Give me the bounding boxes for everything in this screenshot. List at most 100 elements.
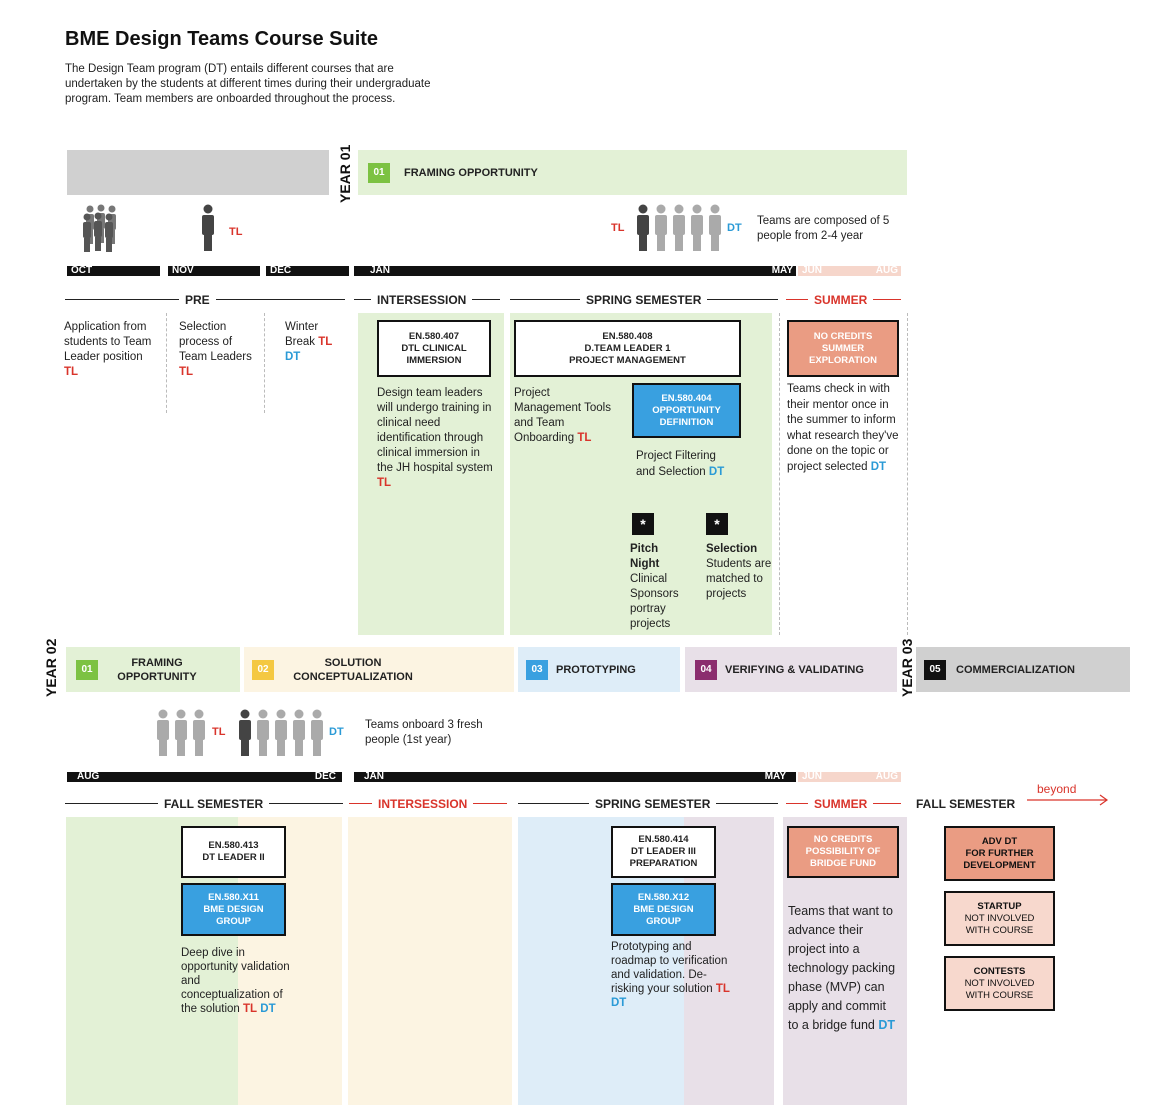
course-card-x12[interactable]: EN.580.X12 BME DESIGN GROUP xyxy=(611,883,716,936)
dt-tag: DT xyxy=(260,1003,276,1015)
phase-name: VERIFYING & VALIDATING xyxy=(725,663,864,676)
pitch-title: Pitch Night xyxy=(630,543,660,570)
month-dec: DEC xyxy=(266,266,349,276)
arrow-right-icon xyxy=(1027,794,1109,806)
box-line1: NO CREDITS xyxy=(813,834,873,845)
month-aug: AUG xyxy=(875,265,898,276)
bridge-fund-card[interactable]: NO CREDITS POSSIBILITY OF BRIDGE FUND xyxy=(787,826,899,878)
page-title: BME Design Teams Course Suite xyxy=(65,28,379,50)
asterisk-icon: * xyxy=(706,513,728,535)
year1-grey-band xyxy=(67,150,329,195)
year2-label: YEAR 02 xyxy=(43,638,59,697)
month-may: MAY xyxy=(764,771,786,782)
column-divider xyxy=(166,313,167,413)
phase-name: COMMERCIALIZATION xyxy=(956,663,1075,676)
course-card-413[interactable]: EN.580.413 DT LEADER II xyxy=(181,826,286,878)
phase-name: SOLUTION CONCEPTUALIZATION xyxy=(293,656,413,683)
year3-phase-bar: 05 COMMERCIALIZATION xyxy=(916,647,1130,692)
box-line2: POSSIBILITY OF BRIDGE FUND xyxy=(805,846,881,869)
pitch-text: Clinical Sponsors portray projects xyxy=(630,573,679,630)
startup-card[interactable]: STARTUP NOT INVOLVED WITH COURSE xyxy=(944,891,1055,946)
month-aug-dec: AUG DEC xyxy=(67,772,342,782)
period-spring: SPRING SEMESTER xyxy=(589,797,717,811)
selection-text: Students are matched to projects xyxy=(706,558,772,600)
box-title: CONTESTS xyxy=(973,965,1026,977)
course-subtitle: PREPARATION xyxy=(629,858,698,869)
fall-semester-label-y3: FALL SEMESTER xyxy=(916,797,1016,811)
month-jun-aug: JUN AUG xyxy=(798,772,901,782)
period-fall: FALL SEMESTER xyxy=(158,797,270,811)
box-line1: NO CREDITS xyxy=(813,330,873,342)
month-jan-may: JAN MAY xyxy=(354,266,796,276)
team-of-five-icon xyxy=(637,204,721,251)
beyond-label: beyond xyxy=(1037,782,1077,796)
intersession-description: Design team leaders will undergo trainin… xyxy=(377,386,499,491)
nov-description: Selection process of Team Leaders TL xyxy=(179,320,259,380)
year1-label: YEAR 01 xyxy=(337,144,353,203)
course-code: EN.580.407 xyxy=(408,330,460,342)
phase-number: 02 xyxy=(252,659,274,680)
course-card-407[interactable]: EN.580.407 DTL CLINICAL IMMERSION xyxy=(377,320,491,377)
course-code: EN.580.408 xyxy=(602,330,653,342)
course-name: DT LEADER III xyxy=(631,846,696,857)
course-code: EN.580.X11 xyxy=(208,891,259,903)
month-jan: JAN xyxy=(370,265,391,276)
year2-phase-02: 02 SOLUTION CONCEPTUALIZATION xyxy=(244,647,514,692)
team-of-five-icon xyxy=(239,709,323,756)
dt-tag: DT xyxy=(329,726,344,738)
adv-dt-card[interactable]: ADV DT FOR FURTHER DEVELOPMENT xyxy=(944,826,1055,881)
filter-description: Project Filtering and Selection DT xyxy=(636,448,726,480)
phase-number: 04 xyxy=(695,659,717,680)
course-code: EN.580.413 xyxy=(208,840,259,851)
month-aug: AUG xyxy=(77,771,100,782)
period-pre: PRE xyxy=(179,293,216,307)
month-jan-may: JAN MAY xyxy=(354,772,796,782)
desc-text: Deep dive in opportunity validation and … xyxy=(181,947,290,1015)
course-subtitle: PROJECT MANAGEMENT xyxy=(569,354,686,366)
team-leader-person-icon xyxy=(202,204,214,251)
course-card-408[interactable]: EN.580.408 D.TEAM LEADER 1 PROJECT MANAG… xyxy=(514,320,741,377)
phase-number: 01 xyxy=(76,659,98,680)
tl-tag: TL xyxy=(318,336,333,348)
tl-tag: TL xyxy=(229,226,243,238)
desc-text: Project Management Tools and Team Onboar… xyxy=(514,387,611,444)
period-summer: SUMMER xyxy=(808,797,874,811)
month-aug: AUG xyxy=(875,771,898,782)
course-card-404[interactable]: EN.580.404 OPPORTUNITY DEFINITION xyxy=(632,383,741,438)
people-group-icon xyxy=(83,204,116,252)
course-name: DT LEADER II xyxy=(202,852,265,863)
column-divider xyxy=(779,313,780,635)
month-jun: JUN xyxy=(802,771,823,782)
course-card-x11[interactable]: EN.580.X11 BME DESIGN GROUP xyxy=(181,883,286,936)
course-name: OPPORTUNITY DEFINITION xyxy=(652,404,721,428)
desc-text: Prototyping and roadmap to verification … xyxy=(611,941,728,995)
summer-exploration-card[interactable]: NO CREDITS SUMMER EXPLORATION xyxy=(787,320,899,377)
tl-tag: TL xyxy=(715,983,730,995)
phase-name: FRAMING OPPORTUNITY xyxy=(404,166,538,179)
phase-number: 05 xyxy=(924,659,946,680)
box-line2: SUMMER EXPLORATION xyxy=(809,342,877,366)
fresh-members-icon xyxy=(157,709,205,756)
team-composition-note: Teams are composed of 5 people from 2-4 … xyxy=(757,215,890,242)
spring-description: Prototyping and roadmap to verification … xyxy=(611,940,736,1010)
asterisk-icon: * xyxy=(632,513,654,535)
desc-text: Application from students to Team Leader… xyxy=(64,321,152,363)
month-jun-aug: JUN AUG xyxy=(798,266,901,276)
box-subtitle: NOT INVOLVED WITH COURSE xyxy=(964,977,1035,1001)
pitch-night: Pitch Night Clinical Sponsors portray pr… xyxy=(630,542,690,632)
month-jun: JUN xyxy=(802,265,823,276)
phase-name: FRAMING OPPORTUNITY xyxy=(117,656,197,683)
course-name: DTL CLINICAL IMMERSION xyxy=(401,342,467,366)
course-code: EN.580.X12 xyxy=(637,891,690,903)
dec-description: Winter Break TL DT xyxy=(285,320,345,365)
summer-description: Teams that want to advance their project… xyxy=(788,902,898,1035)
contests-card[interactable]: CONTESTS NOT INVOLVED WITH COURSE xyxy=(944,956,1055,1011)
fall-description: Deep dive in opportunity validation and … xyxy=(181,946,291,1016)
dt-tag: DT xyxy=(870,460,887,473)
tl-tag: TL xyxy=(611,222,625,234)
phase-name: PROTOTYPING xyxy=(556,663,636,676)
desc-text: Project Filtering and Selection xyxy=(636,450,716,478)
course-card-414[interactable]: EN.580.414 DT LEADER III PREPARATION xyxy=(611,826,716,878)
year1-phase-bar: 01 FRAMING OPPORTUNITY xyxy=(358,150,907,195)
period-spring: SPRING SEMESTER xyxy=(580,293,708,307)
